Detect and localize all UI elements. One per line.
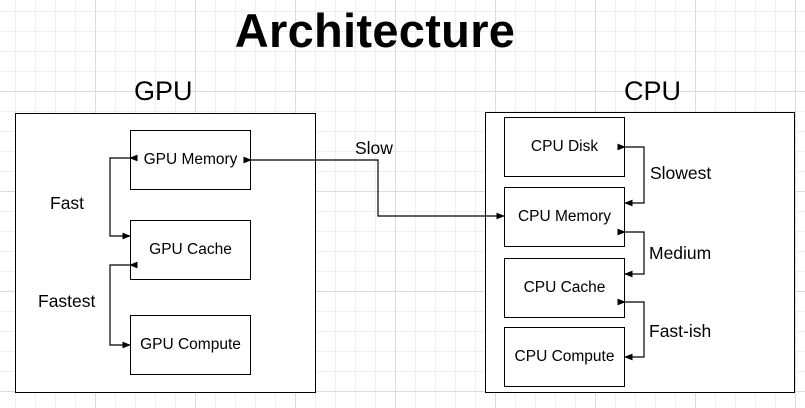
- gpu-panel-label: GPU: [134, 76, 193, 106]
- gpu-memory-cache-label: Fast: [50, 193, 85, 213]
- gpu-cache-box[interactable]: GPU Cache: [130, 220, 251, 280]
- gpu-compute-box[interactable]: GPU Compute: [130, 315, 251, 375]
- cpu-compute-box[interactable]: CPU Compute: [504, 327, 625, 387]
- page-title: Architecture: [234, 4, 516, 57]
- cpu-memory-cache-label: Medium: [649, 243, 712, 263]
- cpu-panel-label: CPU: [624, 76, 682, 106]
- gpu-memory-box[interactable]: GPU Memory: [130, 130, 251, 190]
- cpu-memory-box[interactable]: CPU Memory: [504, 187, 625, 247]
- gpu-cache-compute-label: Fastest: [38, 291, 96, 311]
- cpu-disk-memory-label: Slowest: [650, 163, 712, 183]
- cpu-cache-compute-label: Fast-ish: [649, 321, 712, 341]
- cpu-cache-box[interactable]: CPU Cache: [504, 258, 625, 318]
- cross-link-label: Slow: [355, 138, 393, 158]
- cpu-disk-box[interactable]: CPU Disk: [504, 117, 625, 177]
